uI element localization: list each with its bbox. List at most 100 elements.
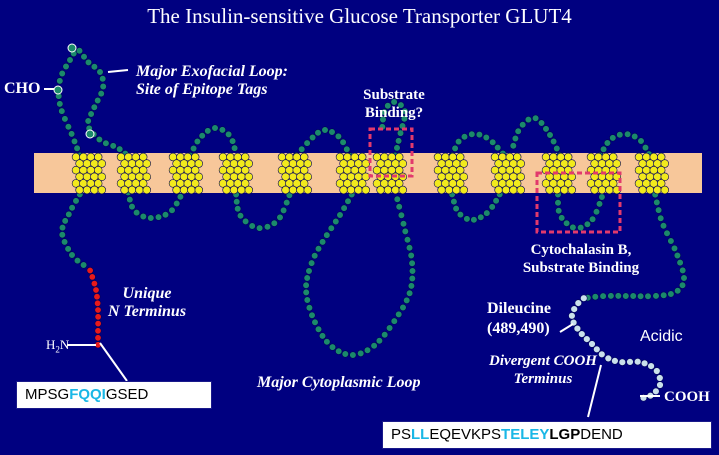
n-terminus-sequence-box: MPSGFQQIGSED — [16, 381, 212, 409]
loop-residue — [630, 293, 637, 300]
loop-residue — [311, 252, 318, 259]
helix-residue — [392, 186, 400, 194]
loop-residue — [364, 347, 371, 354]
loop-residue — [69, 205, 76, 212]
loop-residue — [303, 289, 310, 296]
c-terminus-residue — [583, 336, 590, 343]
cooh-label: COOH — [664, 388, 710, 406]
c-terminus-residue — [612, 358, 619, 365]
loop-residue — [464, 216, 471, 223]
loop-residue — [397, 130, 404, 137]
c-terminus-residue — [657, 382, 664, 389]
helix-residue — [340, 186, 348, 194]
helix-residue — [453, 186, 461, 194]
n-terminus-residue — [95, 335, 101, 341]
loop-residue — [328, 225, 335, 232]
helix-residue — [289, 186, 297, 194]
loop-residue — [391, 318, 398, 325]
loop-residue — [512, 135, 519, 142]
loop-residue — [308, 260, 315, 267]
helix-residue — [128, 186, 136, 194]
exofacial-line2: Site of Epitope Tags — [136, 81, 288, 99]
loop-residue — [99, 75, 106, 82]
loop-residue — [97, 69, 104, 76]
loop-residue — [584, 221, 591, 228]
loop-residue — [127, 196, 134, 203]
loop-residue — [103, 140, 110, 147]
helix-residue — [510, 186, 518, 194]
loop-residue — [129, 203, 136, 210]
acidic-label: Acidic — [640, 328, 683, 346]
loop-residue — [408, 252, 415, 259]
helix-residue — [639, 186, 647, 194]
loop-residue — [319, 239, 326, 246]
loop-residue — [59, 108, 66, 115]
loop-residue — [283, 199, 290, 206]
loop-residue — [493, 197, 500, 204]
n-terminus-connector — [100, 343, 127, 381]
helix-residue — [495, 186, 503, 194]
helix-residue — [143, 186, 151, 194]
page-title: The Insulin-sensitive Glucose Transporte… — [0, 4, 719, 29]
loop-residue — [140, 213, 147, 220]
loop-residue — [402, 228, 409, 235]
loop-residue — [319, 333, 326, 340]
loop-residue — [234, 206, 241, 213]
loop-residue — [617, 131, 624, 138]
loop-residue — [271, 220, 278, 227]
loop-residue — [615, 293, 622, 300]
c-terminus-residue — [571, 306, 578, 313]
helix-residue — [121, 186, 129, 194]
loop-residue — [219, 127, 226, 134]
helix-residue — [355, 186, 363, 194]
loop-residue — [85, 59, 92, 66]
loop-residue — [471, 217, 478, 224]
unique-line2: N Terminus — [102, 303, 192, 321]
loop-residue — [73, 198, 80, 205]
loop-residue — [61, 239, 68, 246]
loop-residue — [409, 268, 416, 275]
loop-residue — [610, 135, 617, 142]
loop-residue — [642, 144, 649, 151]
loop-residue — [229, 138, 236, 145]
loop-residue — [476, 131, 483, 138]
loop-residue — [371, 342, 378, 349]
loop-residue — [304, 275, 311, 282]
loop-residue — [264, 224, 271, 231]
helix-residue — [598, 186, 606, 194]
n-terminus-residue — [94, 300, 100, 306]
helix-residue — [297, 186, 305, 194]
n-terminus-residue — [89, 274, 95, 280]
loop-residue — [309, 312, 316, 319]
loop-residue — [515, 128, 522, 135]
loop-residue — [65, 124, 72, 131]
loop-residue — [451, 198, 458, 205]
n-terminus-residue — [91, 280, 97, 286]
loop-residue — [657, 215, 664, 222]
cytochalasin-label: Cytochalasin B, Substrate Binding — [502, 241, 660, 277]
loop-residue — [664, 230, 671, 237]
loop-residue — [398, 212, 405, 219]
unique-n-terminus-label: Unique N Terminus — [102, 285, 192, 321]
loop-residue — [306, 305, 313, 312]
loop-residue — [400, 304, 407, 311]
loop-residue — [655, 207, 662, 214]
exofacial-connector — [108, 70, 128, 72]
loop-residue — [212, 125, 219, 132]
c-terminus-residue — [580, 295, 587, 302]
loop-residue — [155, 214, 162, 221]
loop-residue — [148, 215, 155, 222]
loop-residue — [116, 146, 123, 153]
loop-residue — [654, 199, 661, 206]
helix-residue — [546, 186, 554, 194]
loop-residue — [489, 139, 496, 146]
loop-residue — [453, 205, 460, 212]
loop-residue — [74, 257, 81, 264]
n-terminus-residue — [93, 287, 99, 293]
loop-residue — [304, 140, 311, 147]
loop-residue — [333, 218, 340, 225]
n-terminus-residues — [87, 267, 101, 348]
loop-residue — [335, 348, 342, 355]
loop-residue — [396, 203, 403, 210]
